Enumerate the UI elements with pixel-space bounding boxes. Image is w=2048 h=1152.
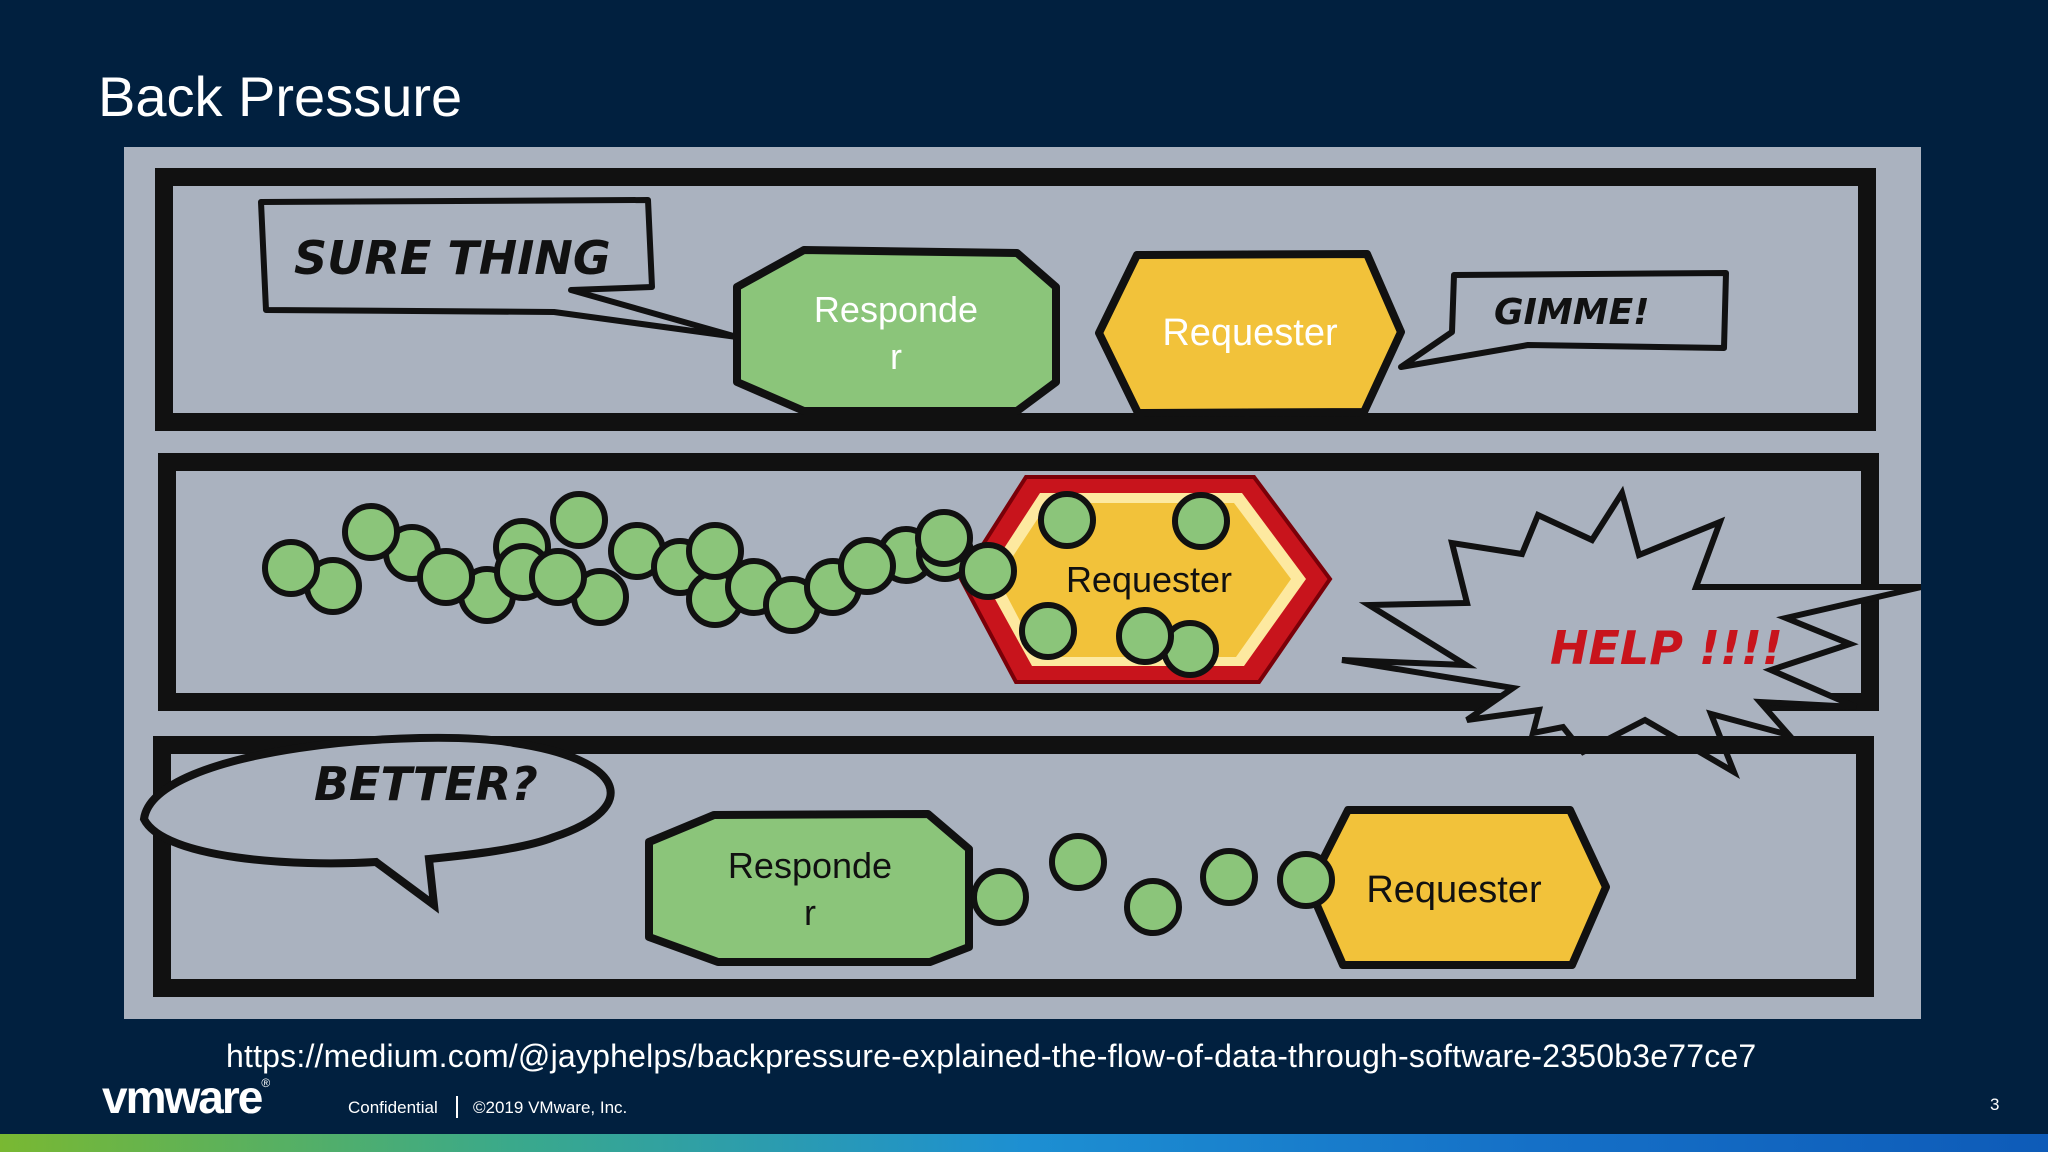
data-packet: [686, 522, 744, 580]
speech-box-sure-thing: SURE THING: [258, 197, 740, 340]
speech-text-gimme: GIMME!: [1494, 292, 1650, 333]
backpressure-comic: SURE THING Responde r Requester GIMME! R…: [124, 147, 1921, 1019]
data-packets-paced: [971, 833, 1335, 936]
data-packet: [838, 537, 896, 595]
footer-divider: [456, 1096, 458, 1118]
requester-shape-1: Requester: [1095, 250, 1405, 417]
data-packet: [417, 548, 475, 606]
speech-text-sure-thing: SURE THING: [294, 231, 611, 285]
slide-title: Back Pressure: [98, 65, 463, 128]
responder-label-3a: Responde: [728, 845, 892, 886]
data-packet: [1116, 607, 1174, 665]
data-packet: [971, 868, 1029, 926]
responder-label-3b: r: [804, 892, 816, 933]
data-packet: [262, 539, 320, 597]
requester-label-1: Requester: [1162, 312, 1338, 354]
responder-label-1a: Responde: [814, 289, 978, 330]
data-packet: [1277, 851, 1335, 909]
speech-text-better: BETTER?: [314, 757, 538, 811]
data-packet: [1172, 492, 1230, 550]
requester-shape-3: Requester: [1305, 806, 1610, 969]
speech-bubble-better: BETTER?: [139, 733, 615, 914]
data-packet: [1200, 848, 1258, 906]
panel-1: SURE THING Responde r Requester GIMME!: [155, 168, 1876, 431]
help-starburst: HELP !!!!: [1341, 485, 1921, 779]
requester-label-3: Requester: [1366, 869, 1542, 911]
data-packet: [1049, 833, 1107, 891]
logo-text: vmware: [102, 1071, 263, 1123]
source-url-link[interactable]: https://medium.com/@jayphelps/backpressu…: [226, 1038, 1757, 1074]
data-packet: [1124, 878, 1182, 936]
requester-label-2: Requester: [1066, 559, 1232, 600]
panel-3: BETTER? Responde r Requester: [139, 733, 1874, 997]
panel-2: Requester: [158, 453, 1921, 779]
brand-gradient-bar: [0, 1134, 2048, 1152]
data-packet: [915, 509, 973, 567]
copyright-label: ©2019 VMware, Inc.: [473, 1098, 628, 1117]
page-number: 3: [1990, 1095, 2000, 1114]
responder-shape-1: Responde r: [733, 246, 1060, 415]
data-packet: [1019, 602, 1077, 660]
data-packet: [342, 503, 400, 561]
registered-mark: ®: [261, 1076, 271, 1090]
vmware-logo: vmware®: [102, 1070, 270, 1124]
data-packet: [550, 491, 608, 549]
data-packets-flood: [262, 491, 1230, 678]
data-packet: [529, 548, 587, 606]
data-packet: [959, 542, 1017, 600]
help-text: HELP !!!!: [1550, 621, 1783, 675]
confidential-label: Confidential: [348, 1098, 438, 1117]
responder-label-1b: r: [890, 336, 902, 377]
responder-shape-3: Responde r: [645, 810, 973, 966]
data-packet: [1038, 491, 1096, 549]
speech-box-gimme: GIMME!: [1398, 270, 1729, 370]
